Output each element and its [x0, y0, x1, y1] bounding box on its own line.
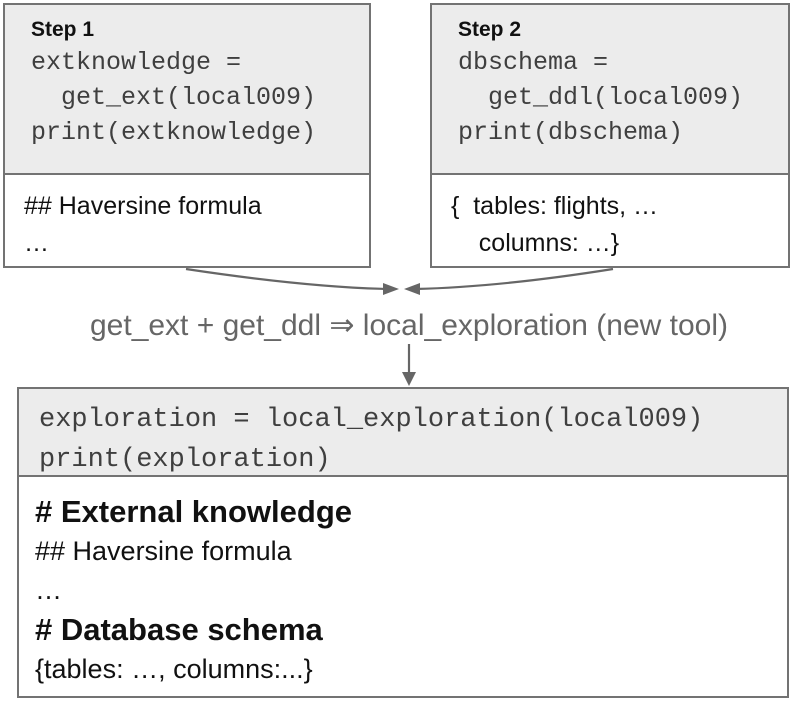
combined-code: exploration = local_exploration(local009… [39, 405, 704, 475]
merge-arrow-left-head-icon [383, 283, 399, 295]
step1-code: extknowledge = get_ext(local009) print(e… [31, 48, 317, 147]
step2-code: dbschema = get_ddl(local009) print(dbsch… [458, 48, 744, 147]
combined-box: exploration = local_exploration(local009… [17, 387, 789, 698]
step2-code-pane: Step 2 dbschema = get_ddl(local009) prin… [432, 5, 788, 175]
combined-code-pane: exploration = local_exploration(local009… [19, 389, 787, 477]
step1-output-line1: ## Haversine formula [24, 192, 262, 220]
combined-output-pane: # External knowledge ## Haversine formul… [19, 477, 787, 689]
step2-output-line1: { tables: flights, … [451, 192, 659, 220]
step2-title: Step 2 [458, 18, 522, 41]
combined-output-ellipsis: … [35, 575, 62, 605]
combined-output-heading1: # External knowledge [35, 494, 352, 529]
step1-output-line2: … [24, 229, 49, 257]
down-arrow-head-icon [402, 372, 416, 386]
step1-title: Step 1 [31, 18, 95, 41]
combined-output-line1: ## Haversine formula [35, 536, 292, 566]
step1-code-pane: Step 1 extknowledge = get_ext(local009) … [5, 5, 369, 175]
combined-output-line2: {tables: …, columns:...} [35, 654, 313, 684]
step2-output-pane: { tables: flights, … columns: …} [432, 175, 788, 262]
merge-arrow-right-head-icon [404, 283, 420, 295]
merge-arrow-left-line [185, 267, 389, 291]
merge-label: get_ext + get_ddl ⇒ local_exploration (n… [89, 309, 729, 342]
step1-box: Step 1 extknowledge = get_ext(local009) … [3, 3, 371, 268]
merge-arrow-right-line [414, 267, 614, 291]
combined-output-heading2: # Database schema [35, 612, 323, 647]
step2-box: Step 2 dbschema = get_ddl(local009) prin… [430, 3, 790, 268]
step2-output-line2: columns: …} [451, 229, 620, 257]
step1-output-pane: ## Haversine formula … [5, 175, 369, 262]
